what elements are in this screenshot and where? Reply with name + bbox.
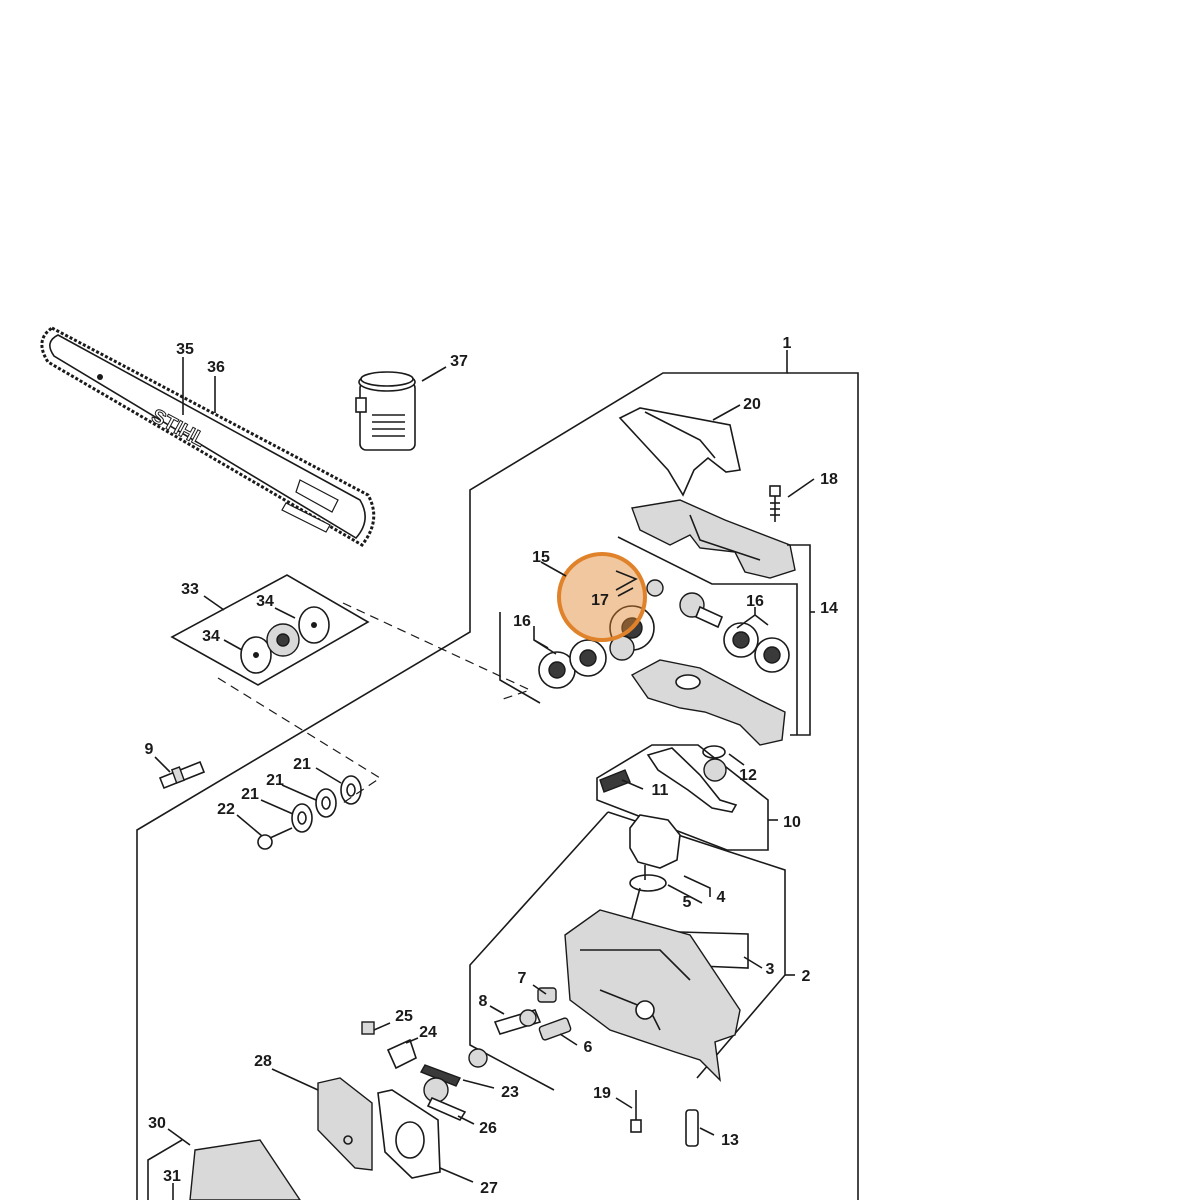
callout-28: 28 — [254, 1053, 272, 1070]
sleeve-13 — [685, 1109, 699, 1147]
group-outline-10 — [596, 744, 778, 851]
callout-30: 30 — [148, 1115, 166, 1132]
callout-21-top: 21 — [293, 756, 311, 773]
callout-21-low: 21 — [241, 786, 259, 803]
callout-16-left: 16 — [513, 613, 531, 630]
chain-tensioner-parts — [361, 1021, 488, 1122]
screw-18 — [769, 485, 781, 522]
plug-6 — [538, 1017, 572, 1041]
callout-10: 10 — [783, 814, 801, 831]
callout-8: 8 — [479, 993, 488, 1010]
group-outline-14 — [499, 536, 815, 736]
oil-pump — [599, 745, 738, 813]
callout-23: 23 — [501, 1084, 519, 1101]
sprocket-cover-30 — [189, 1139, 301, 1200]
gear-cover — [618, 407, 741, 497]
screw-19 — [630, 1090, 642, 1133]
callout-9: 9 — [145, 741, 154, 758]
bearing-set-16-right — [723, 622, 790, 673]
screw-22 — [257, 827, 293, 850]
callout-25: 25 — [395, 1008, 413, 1025]
group-outline-1 — [136, 350, 859, 1200]
gear-head-upper-housing — [631, 499, 796, 579]
stud-9 — [158, 760, 206, 790]
callout-12: 12 — [739, 767, 757, 784]
callout-34-bottom: 34 — [202, 628, 220, 645]
group-outline-21 — [217, 677, 382, 806]
callout-3: 3 — [766, 961, 775, 978]
callout-26: 26 — [479, 1120, 497, 1137]
callout-31: 31 — [163, 1168, 181, 1185]
gear-head-lower-housing — [630, 659, 786, 746]
sprocket-assembly — [240, 606, 330, 674]
callout-18: 18 — [820, 471, 838, 488]
callout-24: 24 — [419, 1024, 437, 1041]
group-outline-2 — [469, 811, 795, 1091]
leader-lines — [154, 357, 815, 1200]
callout-4: 4 — [717, 889, 726, 906]
callout-1: 1 — [783, 335, 792, 352]
highlight-marker-part-17 — [557, 552, 647, 642]
callout-5: 5 — [683, 894, 692, 911]
callout-14: 14 — [820, 600, 838, 617]
callout-15: 15 — [532, 549, 550, 566]
callout-2: 2 — [802, 968, 811, 985]
callout-33: 33 — [181, 581, 199, 598]
callout-37: 37 — [450, 353, 468, 370]
callout-13: 13 — [721, 1132, 739, 1149]
guide-bar-with-chain: STIHL — [40, 326, 376, 547]
group-outline-33 — [170, 574, 532, 701]
callout-21-mid: 21 — [266, 772, 284, 789]
washers-21 — [291, 775, 362, 833]
callout-36: 36 — [207, 359, 225, 376]
callout-17: 17 — [591, 592, 609, 609]
callout-20: 20 — [743, 396, 761, 413]
callout-16-right: 16 — [746, 593, 764, 610]
callout-34-top: 34 — [256, 593, 274, 610]
side-plate-28 — [317, 1077, 373, 1171]
callout-labels: 1 2 3 4 5 6 7 8 9 10 11 12 13 14 15 16 1… — [145, 335, 838, 1197]
callout-7: 7 — [518, 970, 527, 987]
bearing-set-16-left — [538, 639, 607, 689]
callout-19: 19 — [593, 1085, 611, 1102]
callout-22: 22 — [217, 801, 235, 818]
callout-27: 27 — [480, 1180, 498, 1197]
callout-11: 11 — [652, 782, 669, 799]
main-housing — [564, 909, 741, 1082]
oil-tank-cap — [629, 814, 681, 919]
group-outline-30 — [147, 1139, 183, 1200]
callout-6: 6 — [584, 1039, 593, 1056]
chain-oil-container — [355, 371, 416, 451]
callout-35: 35 — [176, 341, 194, 358]
chain-guide-plate-27 — [377, 1089, 441, 1179]
bolt-8 — [493, 1009, 542, 1035]
